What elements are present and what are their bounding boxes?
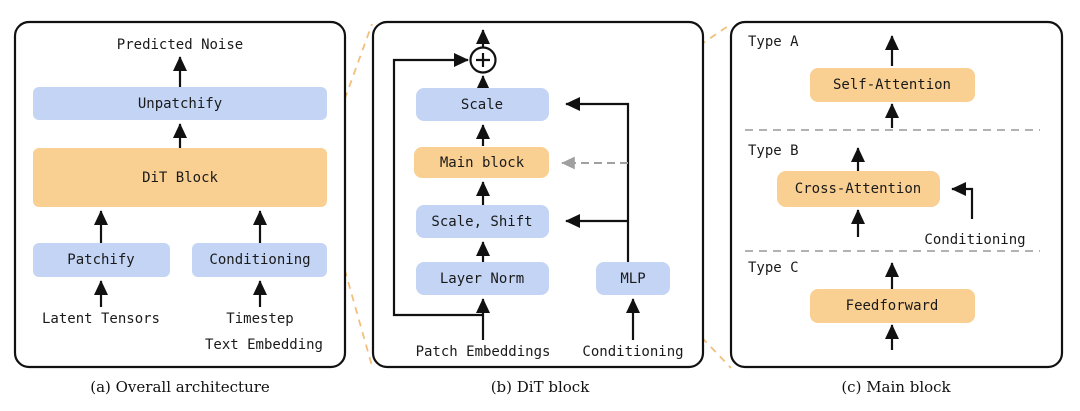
label-type-a: Type A: [748, 34, 799, 50]
box-main-block-label: Main block: [440, 155, 525, 171]
panel-dit-block: Scale Main block Scale, Shift Layer Norm…: [371, 20, 705, 396]
panel-main-block: Type A Self-Attention Type B Cross-Atten…: [729, 20, 1064, 396]
box-dit-block-label: DiT Block: [142, 170, 218, 186]
box-patchify: [33, 243, 170, 277]
box-dit-block: [33, 148, 327, 207]
box-scale: [416, 88, 549, 121]
box-self-attention-label: Self-Attention: [833, 77, 951, 93]
box-unpatchify-label: Unpatchify: [138, 96, 222, 112]
arrow-mlp-to-scale: [565, 96, 630, 262]
box-main-block: [414, 147, 549, 178]
box-conditioning-label: Conditioning: [209, 252, 310, 268]
box-feedforward-label: Feedforward: [846, 298, 939, 314]
label-conditioning-c: Conditioning: [924, 232, 1025, 248]
label-latent-tensors: Latent Tensors: [42, 311, 160, 327]
add-operator: [469, 46, 497, 74]
residual-skip-connection: [392, 52, 483, 317]
caption-panel-c: (c) Main block: [841, 378, 951, 396]
box-feedforward: [810, 289, 975, 323]
caption-panel-b: (b) DiT block: [491, 378, 591, 396]
plus-icon: [476, 53, 490, 67]
box-scale-shift: [416, 205, 549, 238]
label-type-c: Type C: [748, 260, 799, 276]
box-cross-attention-label: Cross-Attention: [795, 181, 921, 197]
arrow-conditioning-to-crossattention: [951, 181, 974, 219]
box-layer-norm: [416, 262, 549, 295]
box-scale-label: Scale: [461, 97, 503, 113]
label-patch-embeddings: Patch Embeddings: [416, 344, 551, 360]
zoom-connector-a-top: [326, 23, 373, 149]
box-unpatchify: [33, 87, 327, 120]
box-mlp-label: MLP: [620, 271, 645, 287]
label-timestep: Timestep: [226, 311, 293, 327]
box-layer-norm-label: Layer Norm: [440, 271, 524, 287]
box-scale-shift-label: Scale, Shift: [431, 214, 532, 230]
box-self-attention: [810, 68, 975, 102]
box-patchify-label: Patchify: [67, 252, 134, 268]
label-type-b: Type B: [748, 143, 799, 159]
box-mlp: [596, 262, 670, 295]
label-conditioning-b: Conditioning: [582, 344, 683, 360]
caption-panel-a: (a) Overall architecture: [90, 378, 270, 396]
label-text-embedding: Text Embedding: [205, 337, 323, 353]
panel-a-output-label: Predicted Noise: [117, 37, 243, 53]
box-cross-attention: [777, 171, 940, 207]
panel-overall-architecture: Predicted Noise Unpatchify DiT Block Pat…: [13, 20, 347, 396]
box-conditioning: [192, 243, 327, 277]
